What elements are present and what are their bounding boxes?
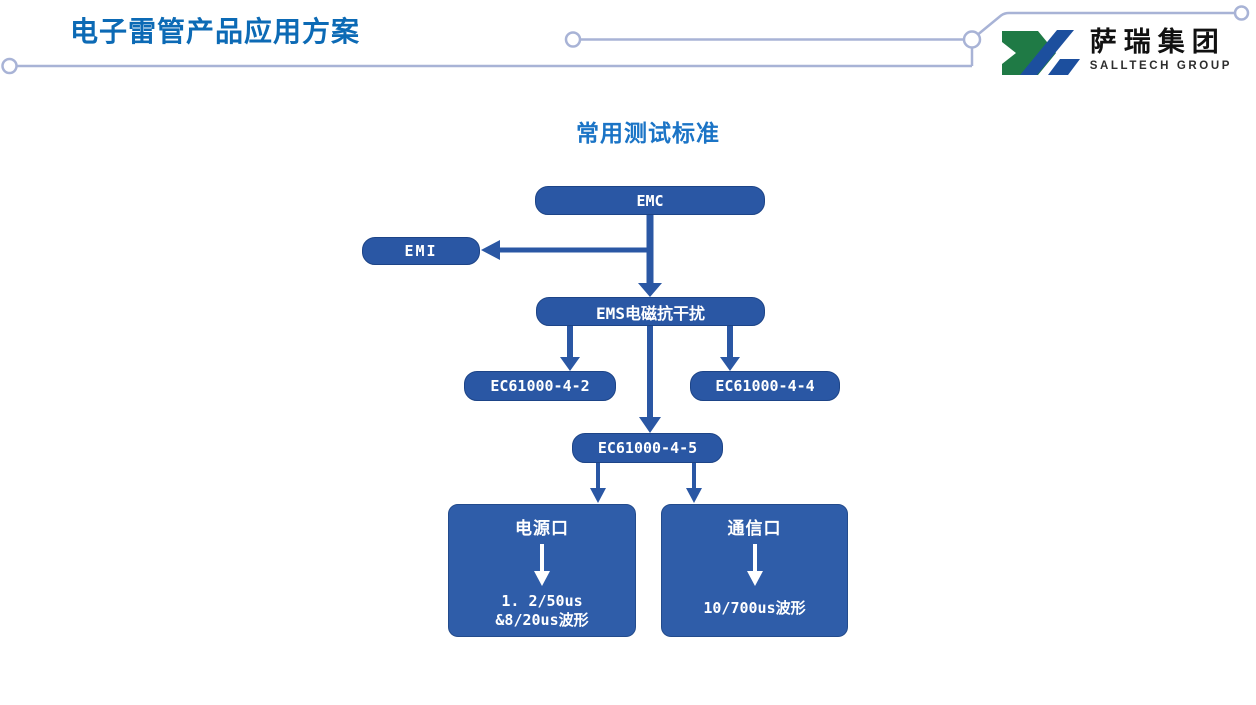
logo-company-name-en: SALLTECH GROUP [1089, 59, 1232, 72]
arrowhead-to-emi [481, 240, 500, 260]
node-ems: EMS电磁抗干扰 [536, 297, 765, 326]
decor-circle-left [1, 57, 18, 75]
logo: 萨瑞集团 SALLTECH GROUP [1001, 27, 1232, 76]
comm-port-waveform: 10/700us波形 [703, 599, 805, 618]
arrowhead-to-ec44 [720, 357, 740, 371]
down-arrow-icon [534, 544, 550, 586]
logo-company-name-cn: 萨瑞集团 [1089, 27, 1226, 57]
logo-mark-icon [1001, 30, 1080, 75]
node-ec61000-4-2: EC61000-4-2 [464, 371, 616, 401]
logo-mark-blue-dash [1047, 59, 1080, 75]
power-port-waveform: 1. 2/50us &8/20us波形 [495, 592, 588, 630]
diagram-title: 常用测试标准 [576, 120, 720, 146]
arrowhead-to-comm [686, 488, 702, 503]
decor-circle-mid-right [962, 30, 982, 49]
comm-port-title: 通信口 [727, 519, 782, 538]
arrowhead-to-ec42 [560, 357, 580, 371]
power-port-waveform-line1: 1. 2/50us [501, 592, 583, 610]
node-emi: EMI [362, 237, 480, 265]
power-port-waveform-line2: &8/20us波形 [495, 610, 589, 629]
comm-port-waveform-line1: 10/700us波形 [703, 599, 806, 617]
arrowhead-to-ec45 [639, 417, 661, 433]
node-power-port: 电源口 1. 2/50us &8/20us波形 [448, 504, 636, 637]
down-arrow-icon [746, 544, 763, 586]
node-ec61000-4-4: EC61000-4-4 [690, 371, 840, 401]
arrowhead-to-power [590, 488, 606, 503]
logo-text: 萨瑞集团 SALLTECH GROUP [1089, 27, 1232, 72]
node-ec61000-4-5: EC61000-4-5 [572, 433, 723, 463]
logo-mark-blue-slash [1019, 30, 1074, 75]
decor-circle-top-right [1233, 5, 1250, 21]
node-comm-port: 通信口 10/700us波形 [661, 504, 848, 637]
power-port-title: 电源口 [515, 519, 569, 538]
decor-circle-mid-left [564, 31, 582, 48]
decor-lines [1, 5, 1250, 75]
page-title: 电子雷管产品应用方案 [70, 16, 361, 47]
node-emc: EMC [535, 186, 765, 215]
arrowhead-emc-to-ems [638, 283, 662, 297]
